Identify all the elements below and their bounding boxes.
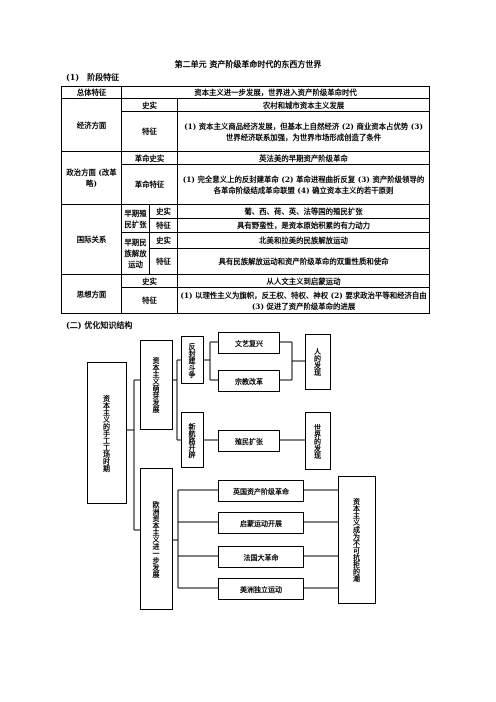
new-route-box: 新航路开辟: [181, 412, 204, 468]
reformation-label: 宗教改革: [235, 376, 263, 386]
enlightenment-box: 启蒙运动开展: [218, 512, 304, 534]
human-discovery-box: 人的发现: [305, 334, 331, 390]
branch2-box: 欧洲资本主义进一步发展: [140, 468, 173, 610]
thought-tezheng-text: (1) 以理性主义为旗帜，反王权、特权、神权 (2) 要求政治平等和经济自由 (…: [176, 287, 431, 314]
renaissance-box: 文艺复兴: [218, 332, 280, 354]
root-label: 资本主义的手工工场时期: [102, 394, 112, 472]
new-route-label: 新航路开辟: [188, 422, 197, 458]
french-revolution-label: 法国大革命: [243, 552, 279, 562]
thought-tezheng-label: 特征: [121, 287, 178, 314]
american-independence-box: 美洲独立运动: [218, 578, 304, 600]
document-title: 第二单元 资产阶级革命时代的东西方世界: [174, 59, 322, 69]
american-independence-label: 美洲独立运动: [240, 584, 282, 594]
english-revolution-box: 英国资产阶级革命: [218, 480, 304, 502]
enlightenment-label: 启蒙运动开展: [240, 518, 282, 528]
english-revolution-label: 英国资产阶级革命: [233, 486, 289, 496]
anti-feudal-box: 反封建斗争: [181, 336, 204, 384]
colonial-label: 早期殖民扩张: [121, 204, 150, 233]
liberation-tezheng-text: 具有民族解放运动和资产阶级革命的双重性质和使命: [176, 248, 431, 275]
anti-feudal-label: 反封建斗争: [188, 342, 197, 378]
econ-tezheng-label: 特征: [121, 111, 178, 152]
politics-tezheng-text: (1) 完全意义上的反封建革命 (2) 革命进程曲折反复 (3) 资产阶级领导的…: [176, 164, 431, 205]
root-box: 资本主义的手工工场时期: [87, 362, 127, 504]
branch1-label: 资本主义萌芽发展: [152, 357, 161, 413]
stage-features-table: 总体特征 资本主义进一步发展，世界进入资产阶级革命时代 经济方面 史实 农村和城…: [61, 86, 431, 314]
econ-tezheng-text: (1) 资本主义商品经济发展，但基本上自然经济 (2) 商业资本占优势 (3) …: [176, 111, 431, 152]
thought-label: 思想方面: [61, 274, 122, 314]
econ-label: 经济方面: [61, 98, 122, 152]
unstoppable-trend-label: 资本主义成为不可抗拒的潮: [352, 498, 362, 582]
unstoppable-trend-box: 资本主义成为不可抗拒的潮: [338, 476, 376, 604]
reformation-box: 宗教改革: [218, 370, 280, 392]
french-revolution-box: 法国大革命: [218, 546, 304, 568]
section-heading-structure: (二) 优化知识结构: [66, 320, 133, 330]
liberation-tezheng-label: 特征: [149, 248, 178, 275]
branch1-box: 资本主义萌芽发展: [140, 340, 173, 430]
colonial-label: 殖民扩张: [235, 436, 263, 446]
branch2-label: 欧洲资本主义进一步发展: [152, 500, 161, 578]
colonial-box: 殖民扩张: [218, 430, 280, 452]
human-discovery-label: 人的发现: [313, 348, 323, 376]
world-discovery-box: 世界的发现: [305, 412, 331, 470]
section-heading-stage: (1) 阶段特征: [66, 72, 120, 82]
world-discovery-label: 世界的发现: [313, 423, 323, 459]
renaissance-label: 文艺复兴: [235, 338, 263, 348]
